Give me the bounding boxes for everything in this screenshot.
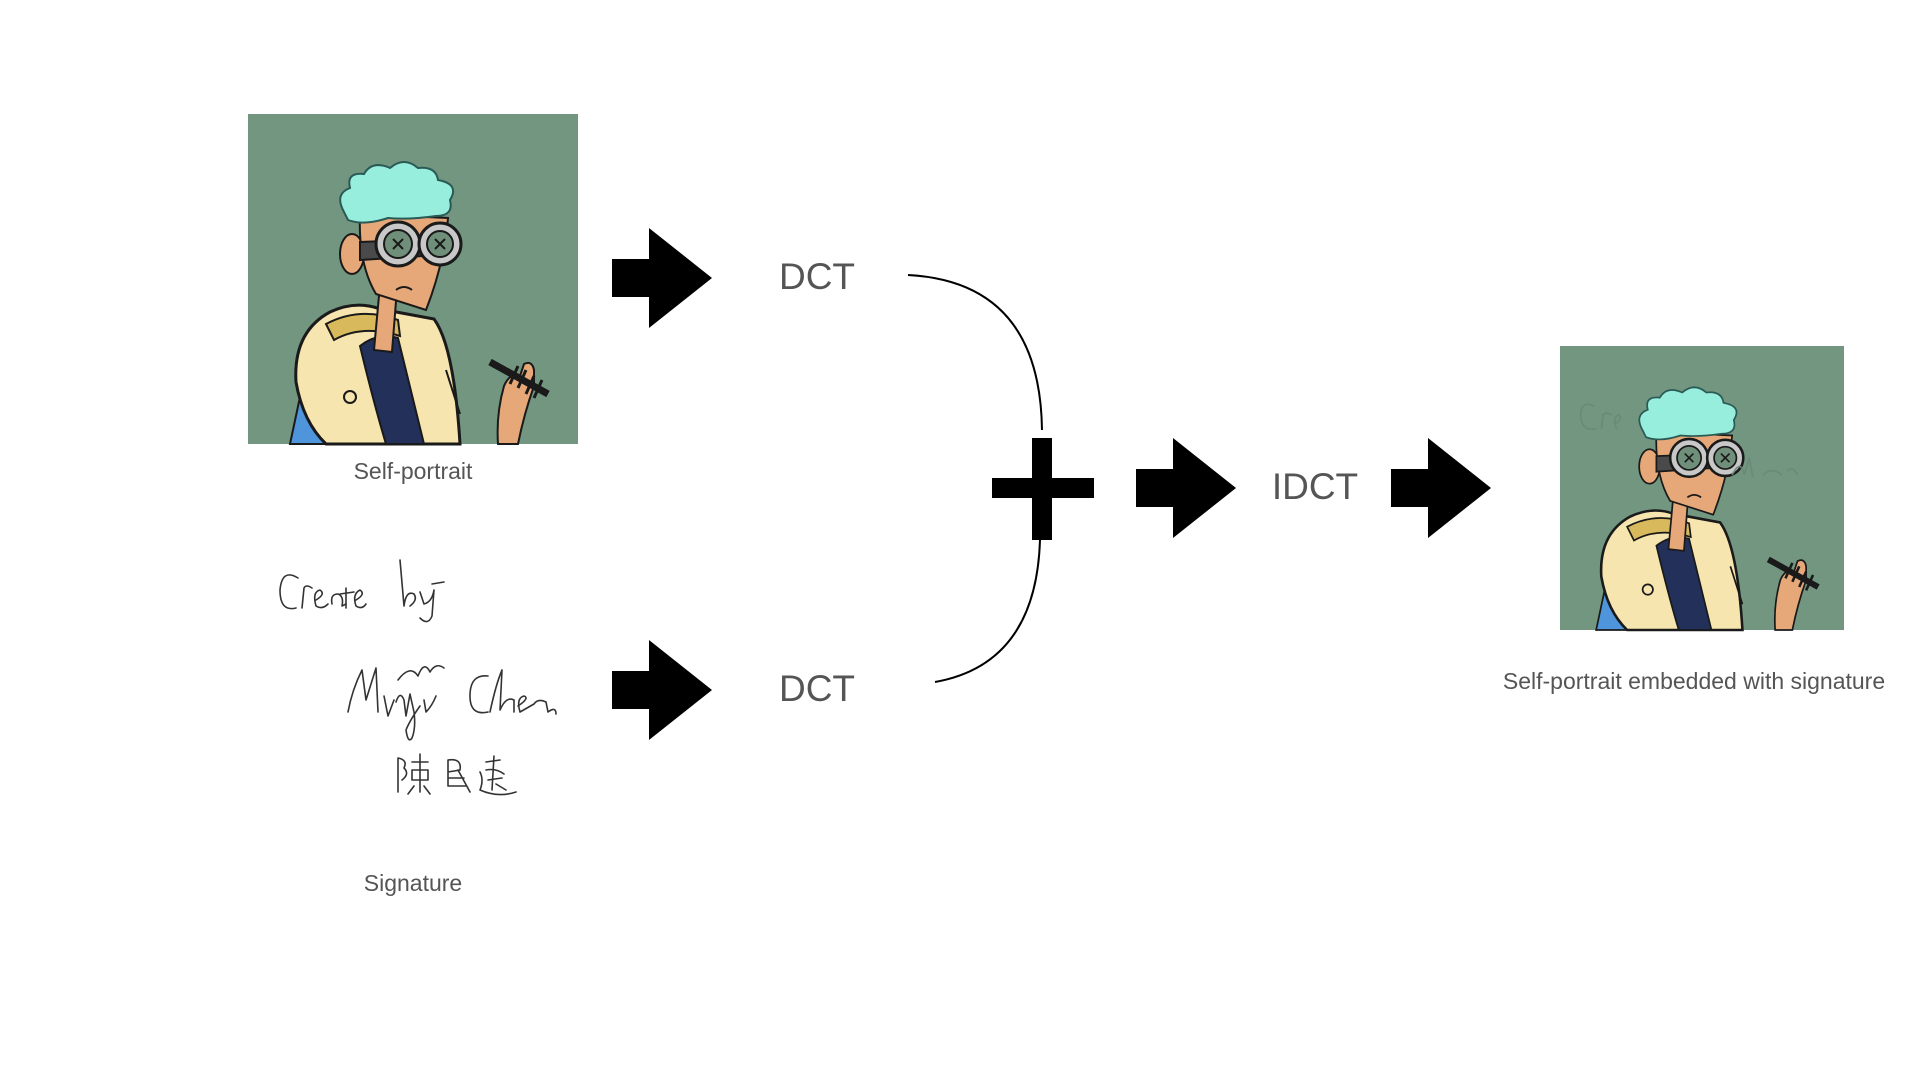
watermarked-portrait-image [1560,346,1844,630]
idct-label: IDCT [1271,466,1359,507]
plus-icon [992,438,1094,540]
self-portrait-image [248,114,578,444]
dct-bottom-label: DCT [778,668,856,709]
right-arrow-icon [1391,438,1491,538]
self-portrait-caption: Self-portrait [353,458,473,484]
right-arrow-icon [612,640,712,740]
right-arrow-icon [612,228,712,328]
connector-top [907,274,1043,431]
signature-image [279,559,557,796]
connector-bottom [934,539,1041,683]
right-arrow-icon [1136,438,1236,538]
dct-top-label: DCT [778,256,856,297]
result-caption: Self-portrait embedded with signature [1502,668,1886,694]
signature-caption: Signature [363,870,463,896]
